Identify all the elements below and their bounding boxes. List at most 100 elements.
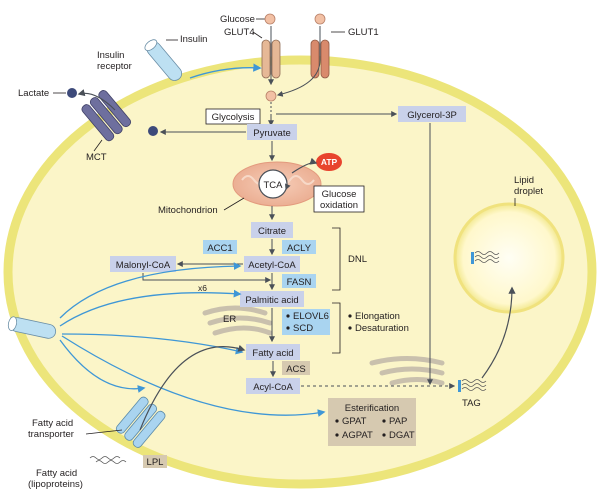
elovl6-bullet bbox=[286, 314, 290, 318]
glucose-molecule-1 bbox=[264, 13, 276, 25]
fatty-acid-transporter bbox=[115, 396, 166, 448]
acyl-coa-label: Acyl-CoA bbox=[253, 382, 293, 393]
insulin-to-palmitic-arrow bbox=[59, 289, 242, 327]
lipid-droplet-label-1: Lipid bbox=[514, 175, 534, 186]
malonyl-coa-box bbox=[110, 256, 176, 272]
glut1-arrow bbox=[276, 59, 321, 97]
citrate-label: Citrate bbox=[258, 226, 286, 237]
acs-box bbox=[282, 361, 310, 375]
dgat-label: DGAT bbox=[389, 430, 415, 441]
mitochondrion-label: Mitochondrion bbox=[158, 205, 218, 216]
esterification-box bbox=[328, 398, 416, 446]
fatty-acid-box bbox=[246, 344, 300, 360]
glucose-oxidation-box bbox=[313, 185, 365, 213]
acc1-label: ACC1 bbox=[207, 243, 232, 254]
lpl-label: LPL bbox=[147, 457, 164, 468]
glucose-oxidation-label-2: oxidation bbox=[320, 200, 358, 211]
glucose-label: Glucose bbox=[220, 14, 255, 25]
agpat-label: AGPAT bbox=[342, 430, 373, 441]
glut4-transporter bbox=[261, 39, 281, 79]
fa-transporter-label-1: Fatty acid bbox=[32, 418, 73, 429]
dgat-bullet bbox=[382, 433, 386, 437]
pyruvate-label: Pyruvate bbox=[253, 128, 291, 139]
glycerol3p-box bbox=[398, 106, 466, 122]
glut1-transporter bbox=[310, 39, 330, 79]
fatty-acid-uptake-arrow bbox=[139, 344, 246, 431]
acc1-box bbox=[203, 240, 237, 254]
lpl-box bbox=[143, 455, 167, 468]
insulin-to-fattyacid-arrow bbox=[61, 333, 244, 355]
glucose-molecule-2 bbox=[314, 13, 326, 25]
pyruvate-box bbox=[247, 124, 297, 140]
lactate-export-arrow bbox=[77, 89, 116, 111]
fasn-label: FASN bbox=[287, 277, 312, 288]
insulin-receptor-label-2: receptor bbox=[97, 61, 132, 72]
glycolysis-label: Glycolysis bbox=[212, 112, 255, 123]
insulin-to-acc1-arrow bbox=[59, 262, 242, 319]
tag-molecule bbox=[458, 379, 487, 392]
gpat-bullet bbox=[335, 419, 339, 423]
er-shape bbox=[202, 305, 273, 336]
elongation-label: Elongation bbox=[355, 311, 400, 322]
citrate-box bbox=[251, 222, 293, 238]
glycolysis-box bbox=[205, 108, 261, 125]
mct-label: MCT bbox=[86, 152, 107, 163]
insulin-receptor bbox=[144, 39, 183, 81]
acetyl-coa-label: Acetyl-CoA bbox=[248, 260, 296, 271]
left-insulin-receptor bbox=[7, 316, 57, 339]
golgi-shape bbox=[369, 356, 445, 386]
acyl-coa-box bbox=[246, 378, 300, 394]
glut1-label: GLUT1 bbox=[348, 27, 379, 38]
glycerol3p-label: Glycerol-3P bbox=[407, 110, 457, 121]
agpat-bullet bbox=[335, 433, 339, 437]
atp-arrow bbox=[291, 157, 318, 174]
scd-label: SCD bbox=[293, 323, 313, 334]
mitochondrion-leader bbox=[223, 197, 245, 211]
desaturation-bullet bbox=[348, 326, 352, 330]
er-label: ER bbox=[223, 314, 236, 325]
glut4-leader bbox=[252, 31, 263, 39]
atp-label: ATP bbox=[321, 157, 338, 167]
acetyl-coa-box bbox=[244, 256, 300, 272]
fa-lipoproteins-label-2: (lipoproteins) bbox=[28, 479, 83, 490]
scd-bullet bbox=[286, 326, 290, 330]
mct-transporter bbox=[81, 90, 132, 142]
lipid-droplet bbox=[453, 202, 565, 314]
modification-bracket bbox=[332, 302, 341, 354]
fa-lipoprotein-squiggle-2 bbox=[95, 460, 127, 464]
acly-box bbox=[282, 240, 316, 254]
gpat-label: GPAT bbox=[342, 416, 367, 427]
desaturation-label: Desaturation bbox=[355, 323, 409, 334]
dnl-bracket bbox=[332, 227, 341, 291]
insulin-to-transporter-arrow bbox=[59, 339, 146, 393]
mct-leader bbox=[93, 139, 103, 152]
tca-label: TCA bbox=[264, 180, 284, 191]
pap-label: PAP bbox=[389, 416, 407, 427]
elovl6-scd-box bbox=[282, 309, 330, 335]
glut4-label: GLUT4 bbox=[224, 27, 255, 38]
fatty-acid-label: Fatty acid bbox=[252, 348, 293, 359]
glucose-oxidation-label-1: Glucose bbox=[322, 189, 357, 200]
insulin-to-glut4-arrow bbox=[189, 63, 262, 79]
acs-label: ACS bbox=[286, 364, 306, 375]
lactate-label: Lactate bbox=[18, 88, 49, 99]
malonylcoa-to-fasn-arrow bbox=[142, 273, 272, 283]
fa-lipoprotein-squiggle-1 bbox=[89, 456, 121, 460]
x6-label: x6 bbox=[198, 283, 207, 293]
insulin-label: Insulin bbox=[180, 34, 207, 45]
lactate-molecule-out bbox=[67, 88, 77, 98]
palmitic-acid-box bbox=[240, 291, 304, 307]
lactate-molecule-in bbox=[148, 126, 158, 136]
atp-badge bbox=[316, 153, 342, 171]
acly-label: ACLY bbox=[287, 243, 312, 254]
fa-transporter-label-2: transporter bbox=[28, 429, 74, 440]
palmitic-acid-label: Palmitic acid bbox=[245, 295, 298, 306]
lipid-droplet-label-2: droplet bbox=[514, 186, 543, 197]
fa-lipoproteins-label-1: Fatty acid bbox=[36, 468, 77, 479]
elovl6-label: ELOVL6 bbox=[293, 311, 329, 322]
fa-transporter-leader bbox=[85, 429, 123, 435]
tca-cycle-arrow bbox=[281, 172, 291, 191]
insulin-to-esterification-arrow bbox=[61, 335, 326, 417]
